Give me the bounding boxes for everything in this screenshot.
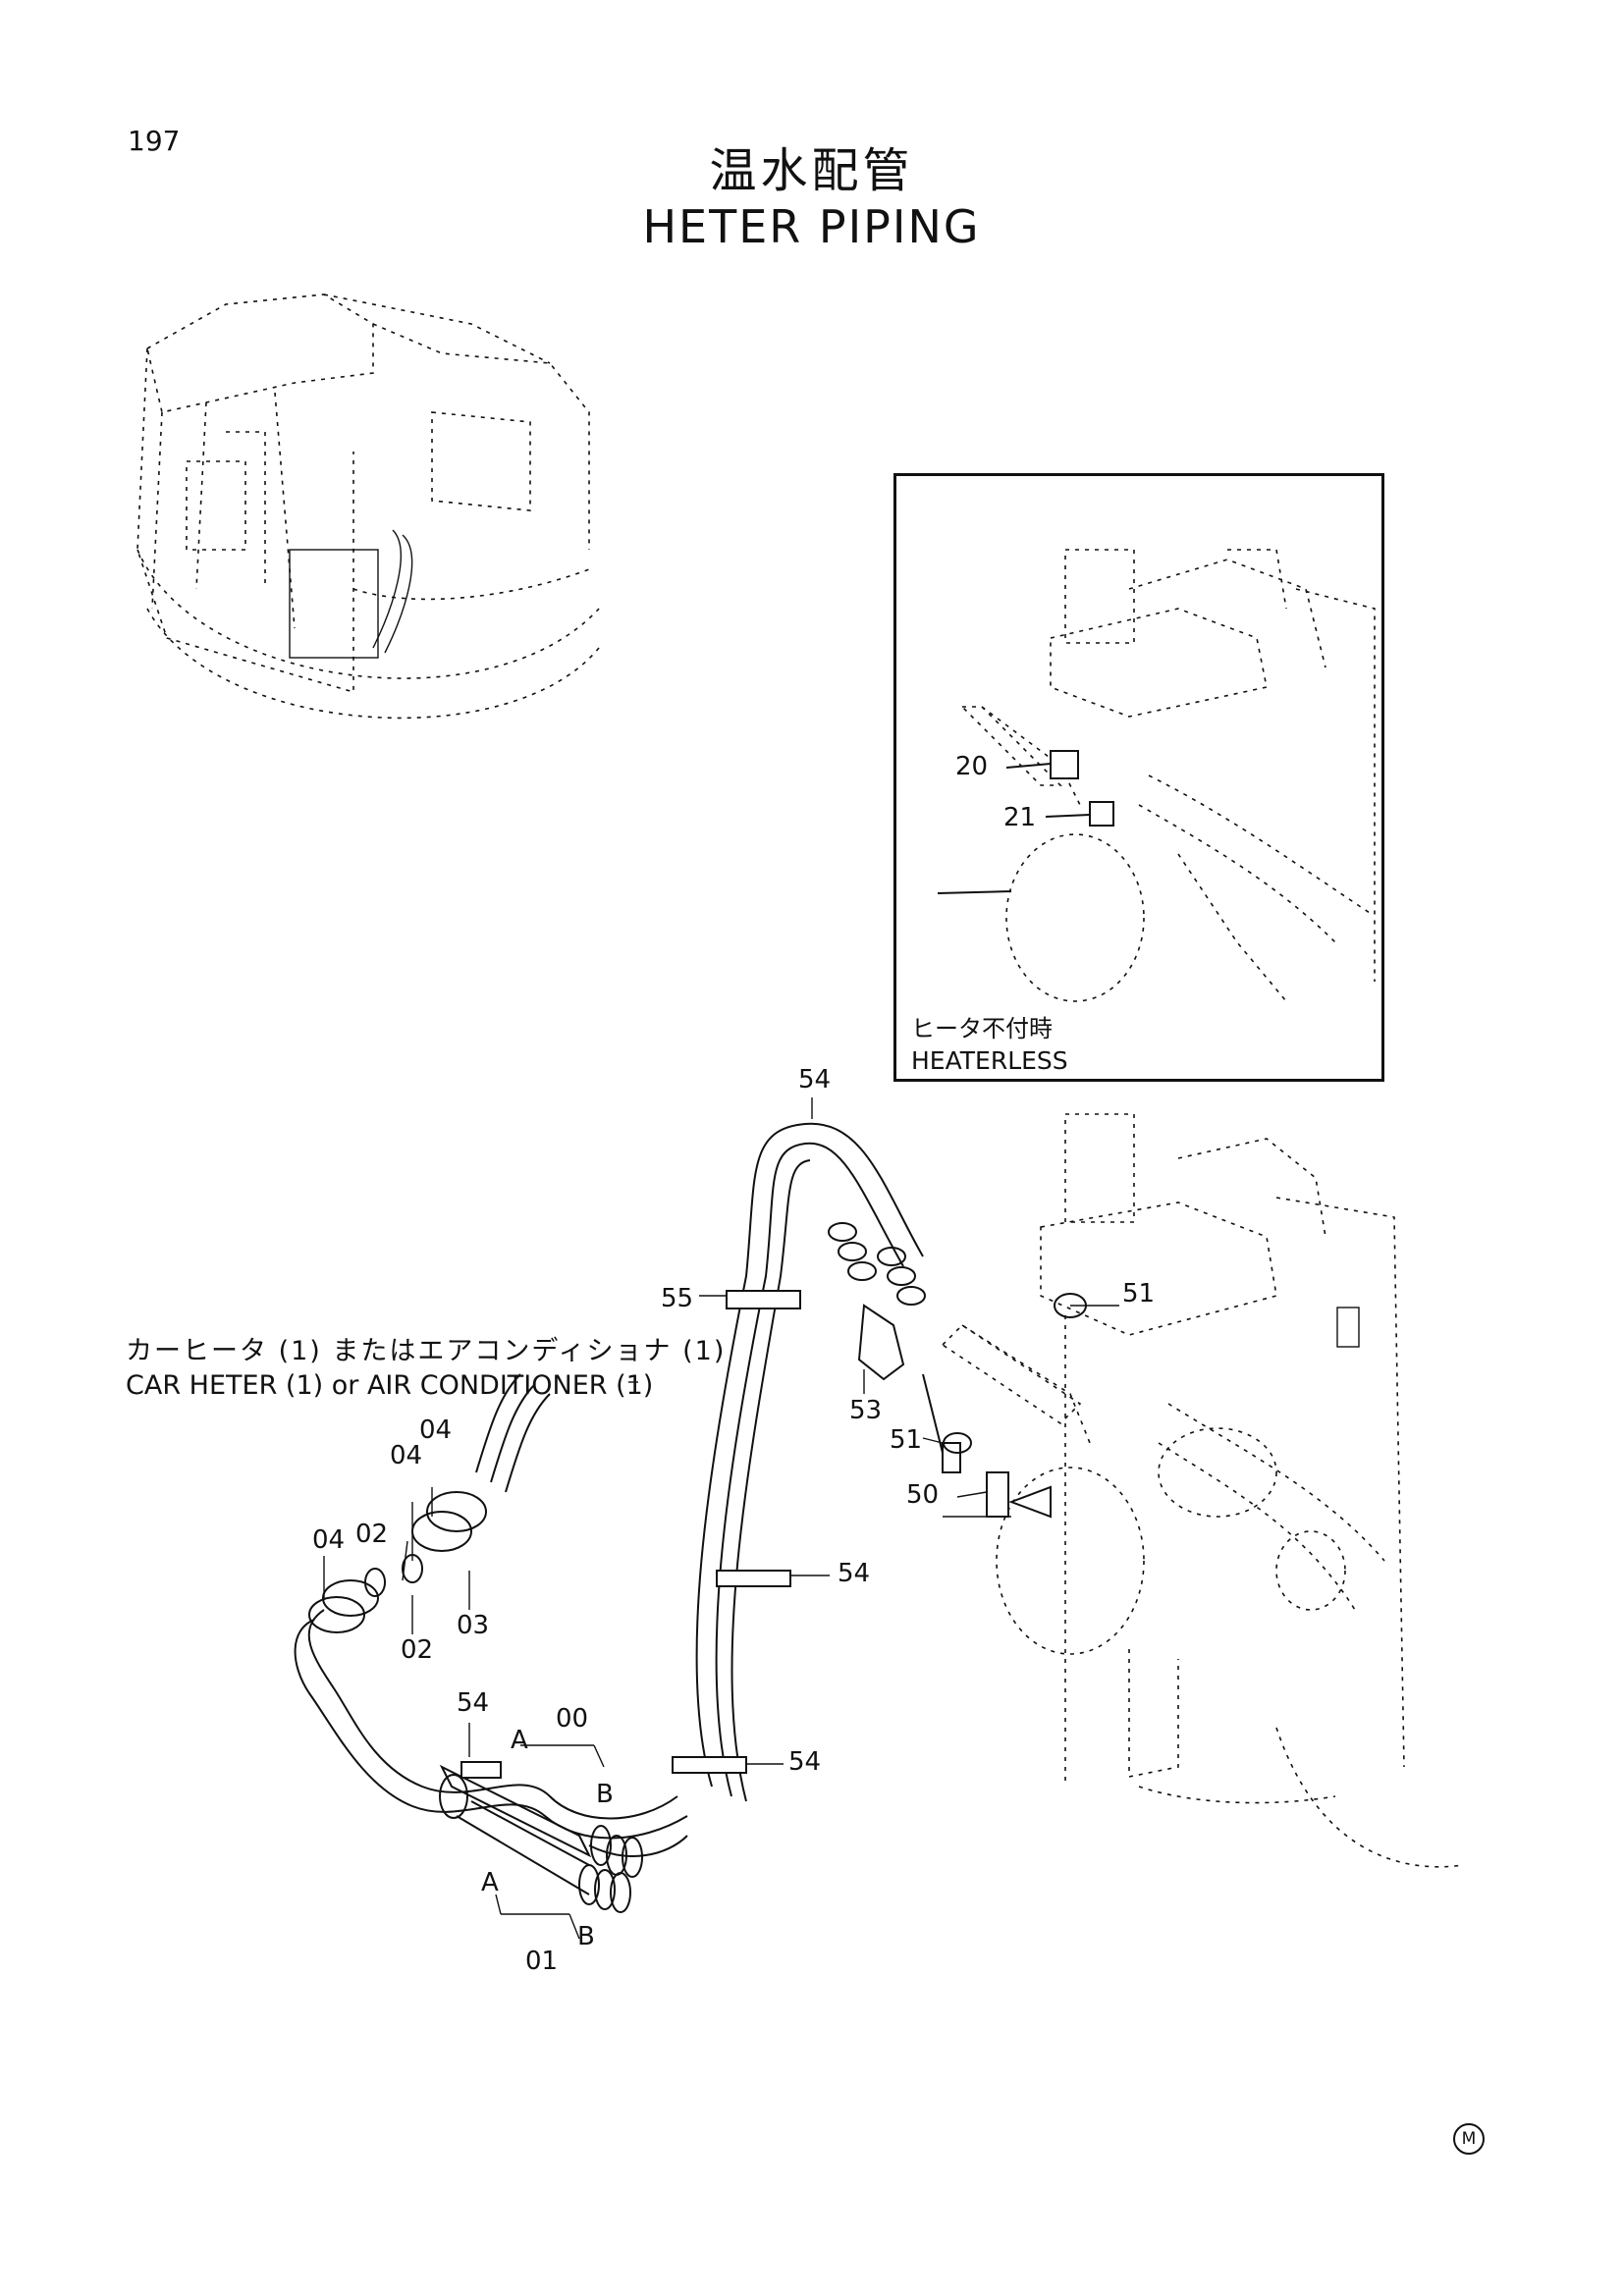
callout-54-top: 54 bbox=[798, 1065, 832, 1095]
callout-54-lower: 54 bbox=[788, 1747, 822, 1777]
callout-54-left: 54 bbox=[457, 1688, 490, 1718]
machine-overview-illustration bbox=[136, 294, 600, 720]
callout-a-top: A bbox=[511, 1726, 528, 1755]
callout-04-a: 04 bbox=[312, 1525, 346, 1555]
callout-02-a: 02 bbox=[355, 1520, 389, 1549]
heaterless-inset-frame bbox=[893, 473, 1384, 1082]
page-title-japanese: 温水配管 bbox=[709, 143, 914, 198]
callout-04-c: 04 bbox=[419, 1415, 453, 1445]
callout-03: 03 bbox=[457, 1611, 490, 1640]
callout-b-top: B bbox=[596, 1780, 614, 1809]
callout-00: 00 bbox=[556, 1704, 589, 1734]
callout-inset-20: 20 bbox=[955, 752, 989, 781]
page-number: 197 bbox=[128, 125, 181, 157]
callout-01: 01 bbox=[525, 1947, 559, 1976]
callout-51-right: 51 bbox=[1122, 1279, 1156, 1308]
application-note-japanese: カーヒータ (1) またはエアコンディショナ (1) bbox=[126, 1336, 727, 1366]
application-note-english: CAR HETER (1) or AIR CONDITIONER (1) bbox=[126, 1370, 654, 1401]
callout-04-b: 04 bbox=[390, 1441, 423, 1470]
inset-caption-english: HEATERLESS bbox=[911, 1046, 1068, 1075]
callout-inset-21: 21 bbox=[1003, 803, 1037, 832]
page-title-english: HETER PIPING bbox=[642, 200, 981, 253]
callout-54-middle: 54 bbox=[838, 1559, 871, 1588]
callout-53: 53 bbox=[849, 1396, 883, 1425]
main-engine-illustration bbox=[941, 1113, 1464, 1868]
registered-mark: M bbox=[1453, 2123, 1485, 2155]
callout-51-left: 51 bbox=[890, 1425, 923, 1455]
inset-caption-japanese: ヒータ不付時 bbox=[911, 1015, 1053, 1042]
callout-02-b: 02 bbox=[401, 1635, 434, 1665]
inset-engine-illustration bbox=[937, 549, 1376, 1002]
callout-b-bottom: B bbox=[577, 1922, 595, 1951]
heater-hose-assembly bbox=[294, 1122, 1087, 1913]
callout-leader-lines bbox=[323, 1097, 1119, 1940]
callout-a-bottom: A bbox=[481, 1868, 499, 1897]
callout-55: 55 bbox=[661, 1284, 694, 1313]
callout-50: 50 bbox=[906, 1480, 940, 1510]
